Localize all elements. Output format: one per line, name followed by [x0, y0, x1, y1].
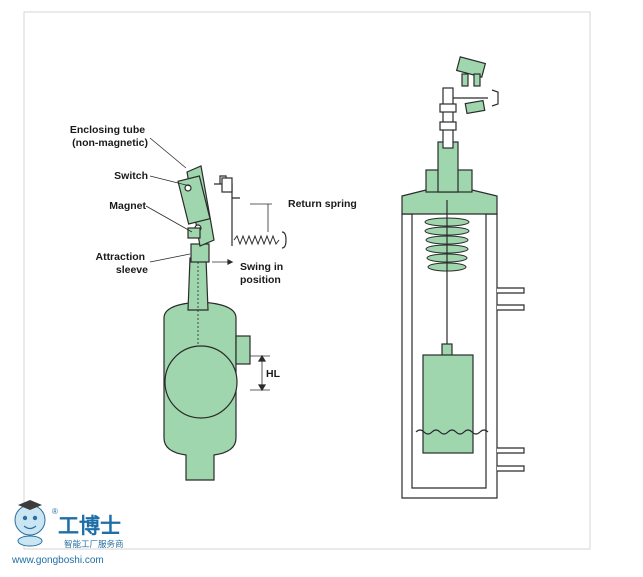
- label-magnet: Magnet: [109, 200, 146, 212]
- magnet: [187, 227, 201, 239]
- watermark-logo: 工博士 ® 智能工厂服务商 www.gongboshi.com: [11, 500, 124, 566]
- registered-mark: ®: [52, 507, 58, 516]
- attraction-sleeve: [190, 243, 210, 263]
- side-connection: [235, 335, 251, 365]
- label-hl: HL: [266, 368, 281, 380]
- label-enclosing-tube: Enclosing tube (non-magnetic): [70, 124, 148, 149]
- label-switch: Switch: [114, 170, 148, 182]
- label-swing-in-position: Swing in position: [240, 261, 286, 286]
- side-nozzles: [497, 287, 525, 472]
- callout-leaders: [145, 137, 272, 263]
- watermark-tagline: 智能工厂服务商: [64, 539, 124, 550]
- label-return-spring: Return spring: [288, 198, 357, 210]
- displacer: [422, 354, 474, 454]
- liquid-level: [415, 429, 489, 435]
- stem-housing: [437, 141, 459, 193]
- right-diagram: [401, 56, 525, 499]
- float-ball: [164, 345, 238, 419]
- return-spring: [233, 234, 280, 246]
- label-attraction-sleeve: Attraction sleeve: [95, 251, 148, 276]
- watermark-url: www.gongboshi.com: [11, 555, 104, 566]
- left-diagram: [145, 137, 287, 481]
- mascot-icon: [14, 500, 46, 547]
- watermark-logo-text: 工博士: [58, 514, 121, 538]
- flange-head: [401, 189, 498, 215]
- switch-head: [453, 56, 499, 115]
